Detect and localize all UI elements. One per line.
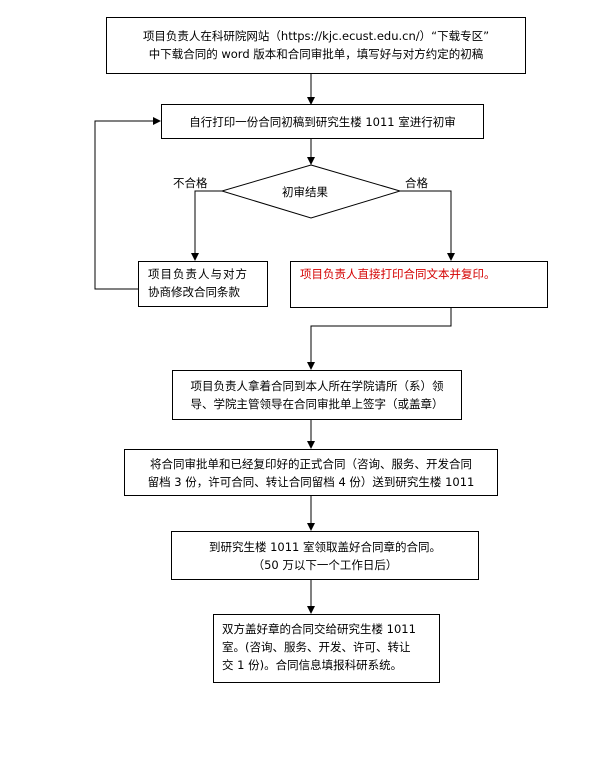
step2-text: 自行打印一份合同初稿到研究生楼 1011 室进行初审 [189,115,456,129]
revise-line2: 协商修改合同条款 [148,285,240,299]
step5-line2: （50 万以下一个工作日后） [252,558,398,572]
step4-submit-box: 将合同审批单和已经复印好的正式合同（咨询、服务、开发合同 留档 3 份，许可合同… [124,449,498,496]
step1-line2: 中下载合同的 word 版本和合同审批单，填写好与对方约定的初稿 [148,47,484,61]
step2-print-draft-box: 自行打印一份合同初稿到研究生楼 1011 室进行初审 [161,104,484,139]
step3-line2: 导、学院主管领导在合同审批单上签字（或盖章） [190,397,444,411]
print-contract-box: 项目负责人直接打印合同文本并复印。 [290,261,548,308]
step1-line1: 项目负责人在科研院网站（https://kjc.ecust.edu.cn/）“下… [142,29,490,43]
revise-contract-box: 项目负责人与对方 协商修改合同条款 [138,261,268,307]
step5-line1: 到研究生楼 1011 室领取盖好合同章的合同。 [208,540,442,554]
decision-text: 初审结果 [282,185,328,199]
step5-collect-box: 到研究生楼 1011 室领取盖好合同章的合同。 （50 万以下一个工作日后） [171,531,479,580]
step4-line1: 将合同审批单和已经复印好的正式合同（咨询、服务、开发合同 [150,457,472,471]
arrow-print-to-step3 [307,308,452,370]
step6-handover-box: 双方盖好章的合同交给研究生楼 1011 室。(咨询、服务、开发、许可、转让 交 … [213,614,440,683]
decision-yes-label: 合格 [405,176,428,190]
revise-line1: 项目负责人与对方 [148,267,248,281]
print-text: 项目负责人直接打印合同文本并复印。 [300,267,496,281]
step4-line2: 留档 3 份，许可合同、转让合同留档 4 份）送到研究生楼 1011 [147,475,475,489]
step6-line3: 交 1 份)。合同信息填报科研系统。 [222,658,403,672]
arrow-decision-yes [400,190,455,261]
step6-line2: 室。(咨询、服务、开发、许可、转让 [222,640,411,654]
step3-line1: 项目负责人拿着合同到本人所在学院请所（系）领 [190,379,444,393]
step6-line1: 双方盖好章的合同交给研究生楼 1011 [222,622,416,636]
step3-signature-box: 项目负责人拿着合同到本人所在学院请所（系）领 导、学院主管领导在合同审批单上签字… [172,370,462,420]
step1-download-box: 项目负责人在科研院网站（https://kjc.ecust.edu.cn/）“下… [106,17,526,74]
decision-no-label: 不合格 [173,176,208,190]
decision-diamond [220,164,402,219]
arrow-decision-no [191,190,222,261]
arrow-revise-loop [94,117,161,290]
